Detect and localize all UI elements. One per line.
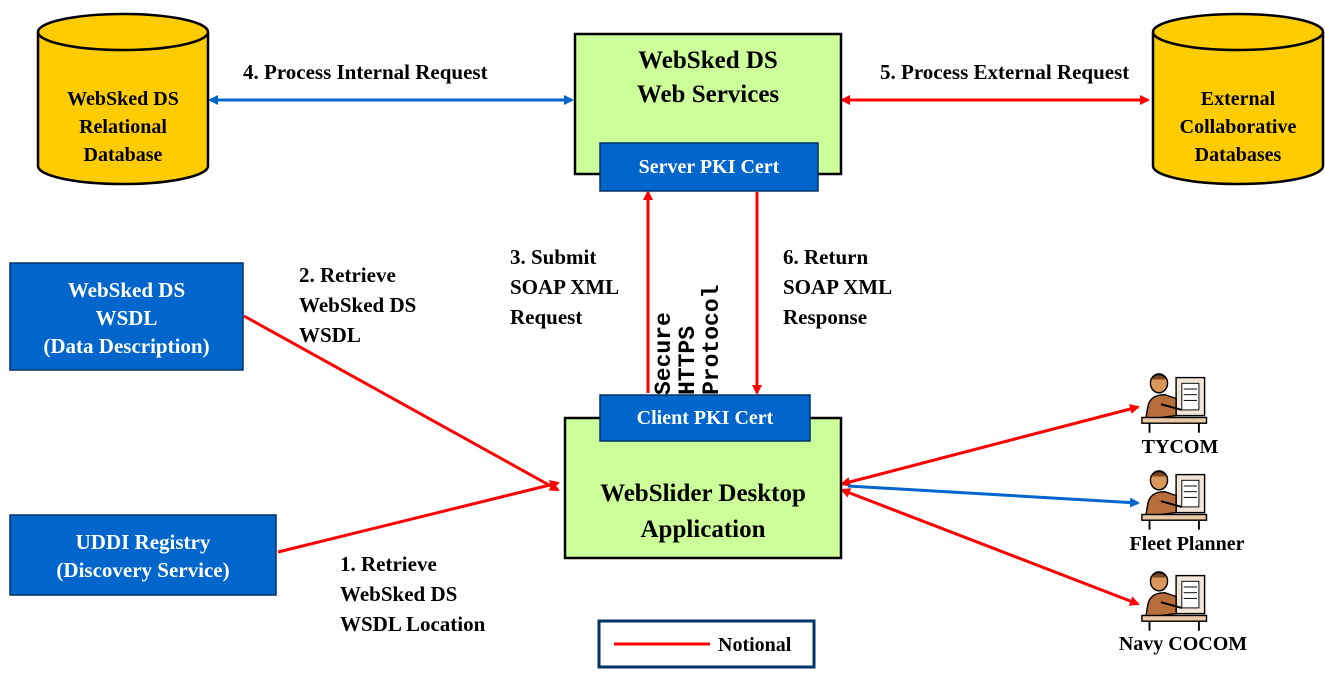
step-5-label: 5. Process External Request	[880, 60, 1130, 84]
step-2-label: 2. Retrieve WebSked DS WSDL	[299, 263, 417, 347]
wsdl-box	[9, 262, 244, 371]
client-cert-label: Client PKI Cert	[636, 407, 774, 429]
uddi-label: UDDI Registry (Discovery Service)	[56, 530, 230, 582]
arrow-fleet-planner	[847, 484, 1140, 508]
step-4-label: 4. Process Internal Request	[243, 60, 488, 84]
legend-label: Notional	[718, 634, 792, 656]
arrow-tycom	[840, 404, 1140, 487]
desktop-app-label: WebSlider Desktop Application	[600, 480, 806, 543]
arrow-retrieve-wsdl	[243, 314, 560, 492]
step-1-label: 1. Retrieve WebSked DS WSDL Location	[340, 552, 486, 636]
web-services-label: WebSked DS Web Services	[636, 47, 780, 108]
client-cert-box	[599, 394, 811, 442]
arrow-retrieve-wsdl-location	[277, 480, 560, 554]
user-label-tycom: TYCOM	[1141, 436, 1219, 458]
user-label-navy-cocom: Navy COCOM	[1118, 633, 1248, 655]
arrow-navy-cocom	[840, 488, 1140, 606]
protocol-label: Secure HTTPS Protocol	[651, 284, 725, 395]
uddi-box	[9, 514, 277, 596]
user-label-fleet-planner: Fleet Planner	[1129, 533, 1245, 555]
server-cert-box	[599, 142, 819, 192]
wsdl-label: WebSked DS WSDL (Data Description)	[43, 278, 210, 358]
db-internal-cylinder	[36, 12, 210, 186]
server-cert-label: Server PKI Cert	[638, 156, 780, 178]
db-external-label: External Collaborative Databases	[1179, 88, 1297, 166]
user-tycom-figure	[1140, 372, 1208, 434]
user-navy-cocom-figure	[1140, 570, 1208, 632]
step-6-label: 6. Return SOAP XML Response	[783, 245, 893, 329]
db-internal-label: WebSked DS Relational Database	[67, 88, 179, 166]
db-external-cylinder	[1151, 12, 1325, 186]
user-fleet-planner-figure	[1140, 469, 1208, 531]
step-3-label: 3. Submit SOAP XML Request	[510, 245, 620, 329]
